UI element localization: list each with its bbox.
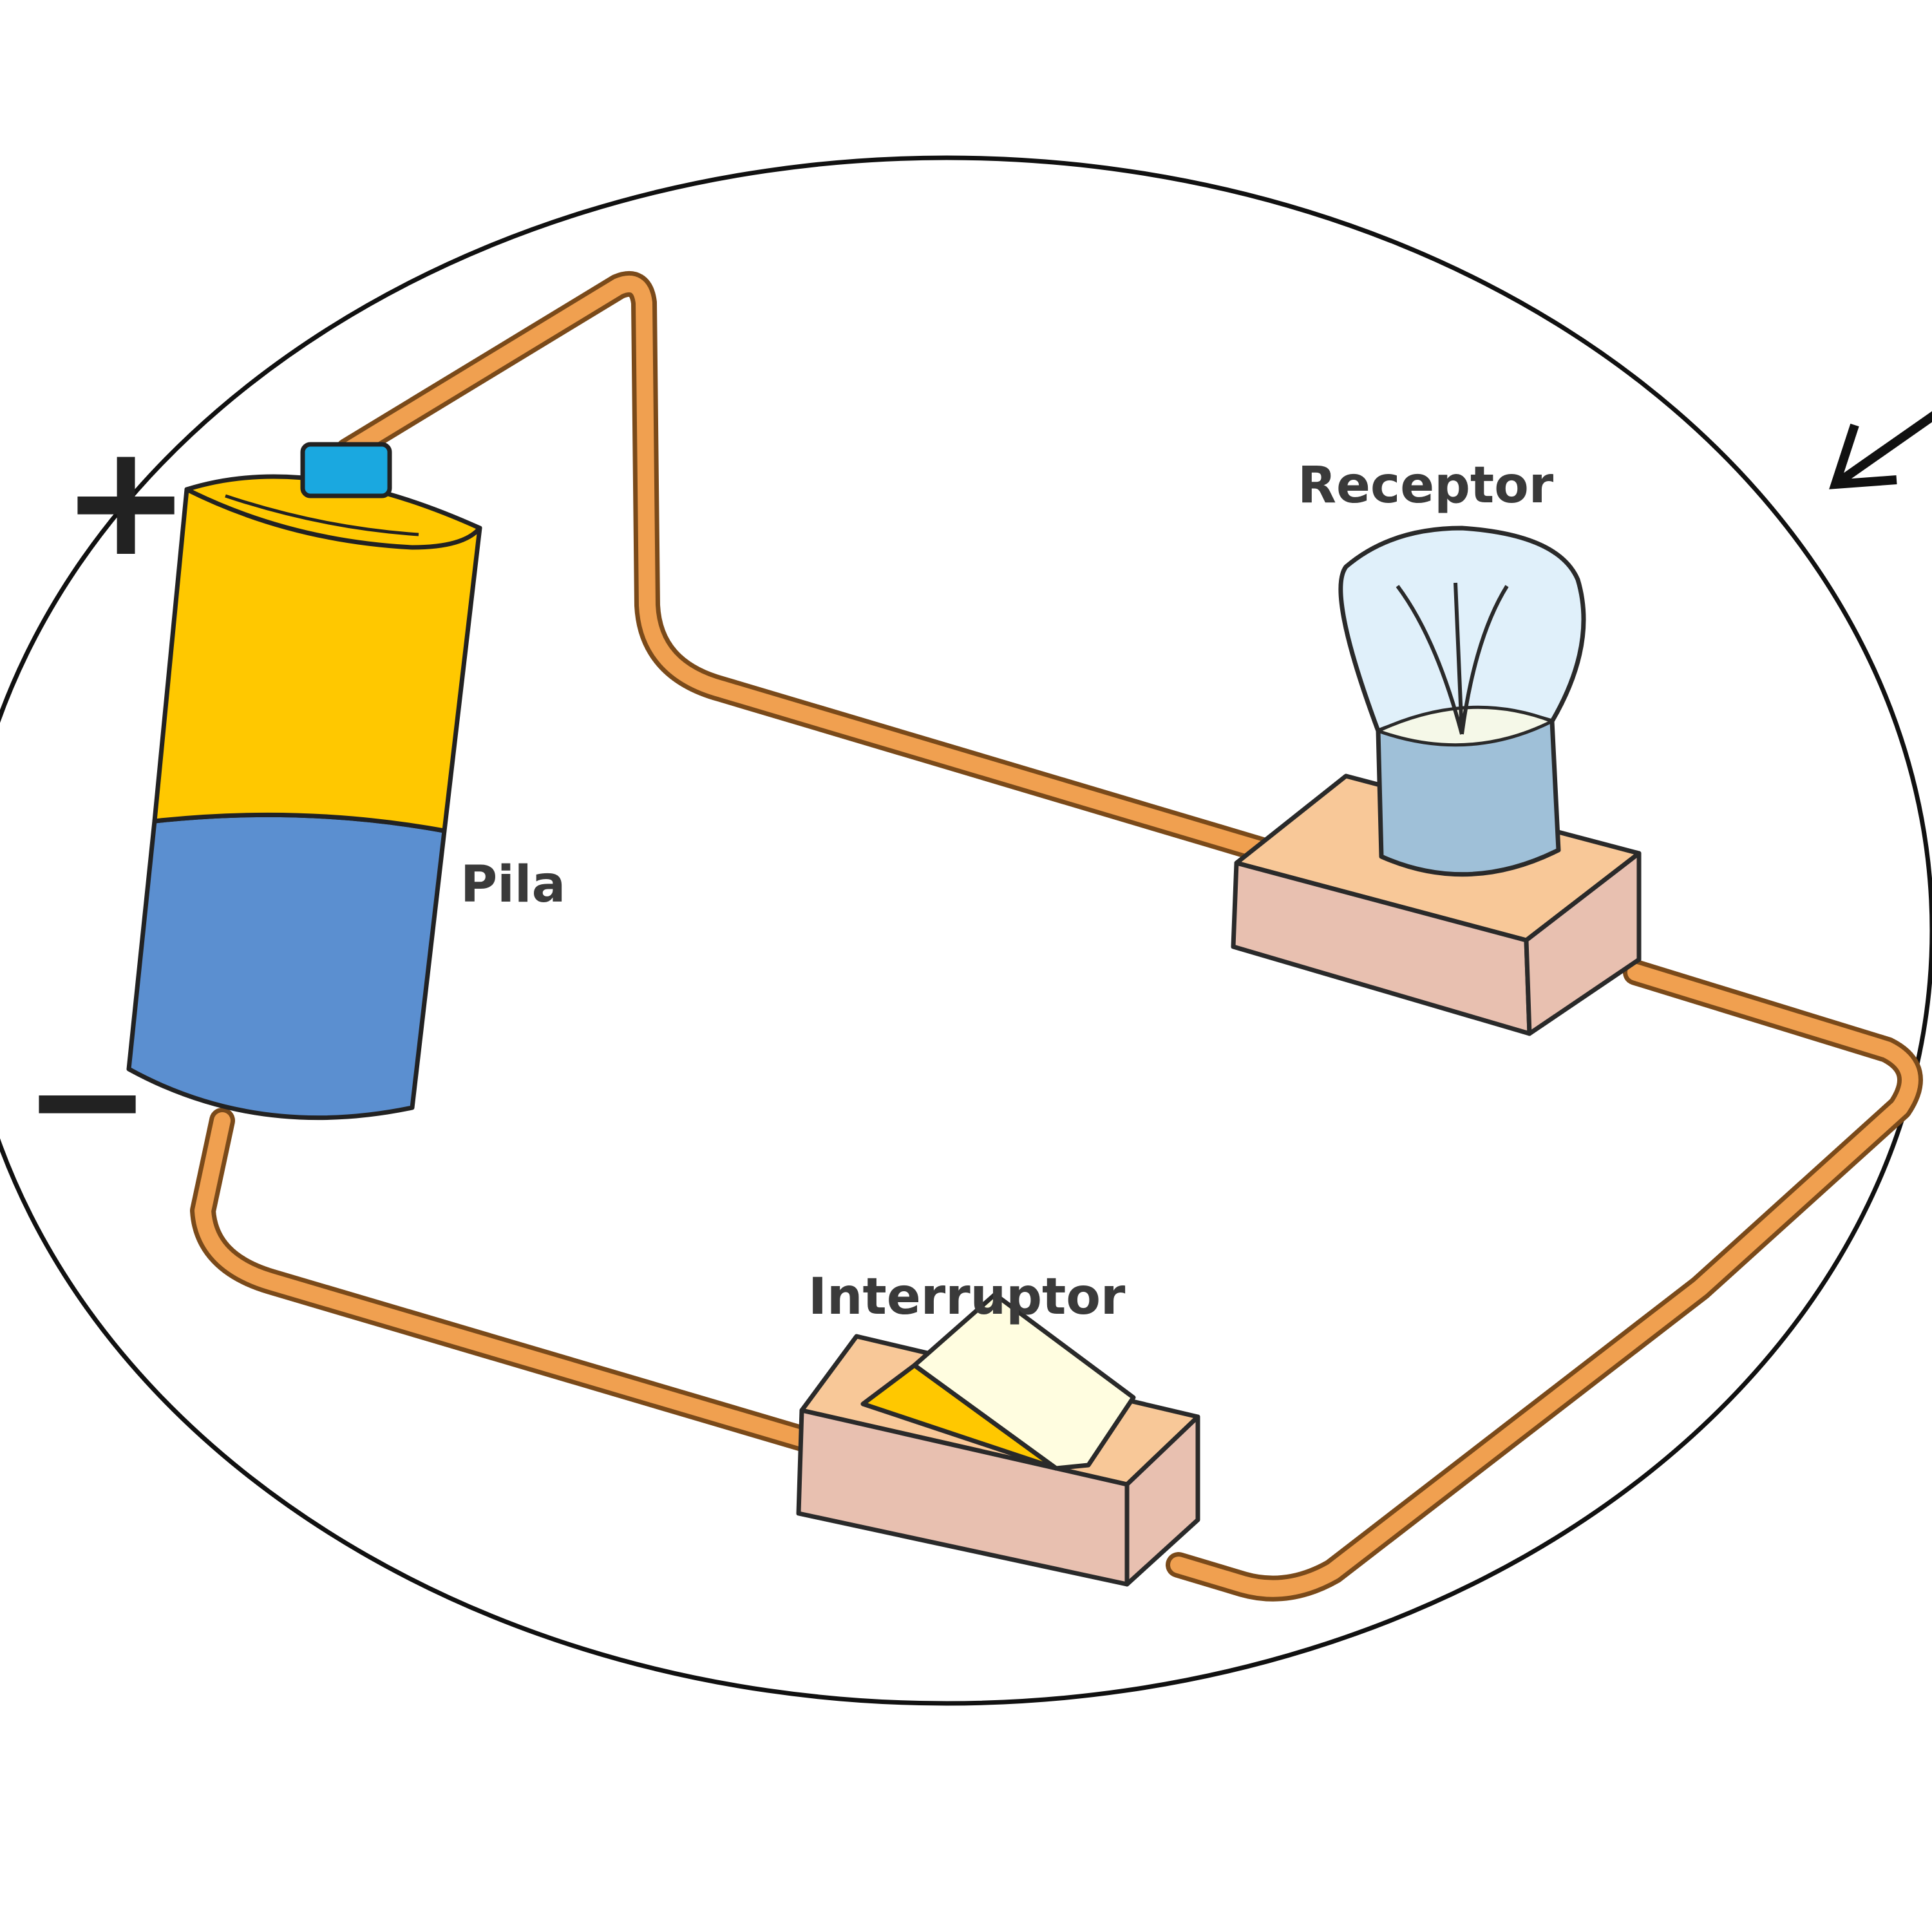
negative-sign: − (23, 1009, 152, 1189)
battery-negative-half (126, 812, 447, 1121)
label-interruptor: Interruptor (808, 1268, 1126, 1326)
receptor-base-side (1524, 851, 1642, 1036)
bulb-inner-ring (1376, 705, 1554, 747)
interruptor-switch (796, 1292, 1200, 1587)
wire-receptor-to-interruptor (1166, 960, 1923, 1602)
circuit-wire (190, 271, 1923, 1602)
system-boundary-ellipse (0, 155, 1932, 1706)
bulb-filament (1396, 582, 1509, 735)
battery-top-cap (184, 474, 482, 550)
label-pila: Pila (460, 856, 565, 914)
switch-base-side (1124, 1414, 1200, 1587)
positive-sign: + (61, 410, 191, 591)
battery-terminal (300, 442, 392, 498)
switch-lever (912, 1292, 1136, 1471)
label-receptor: Receptor (1298, 457, 1554, 515)
pointer-arrow-icon (1829, 411, 1932, 489)
battery-pila (126, 442, 482, 1121)
receptor-bulb-assembly (1231, 526, 1642, 1036)
